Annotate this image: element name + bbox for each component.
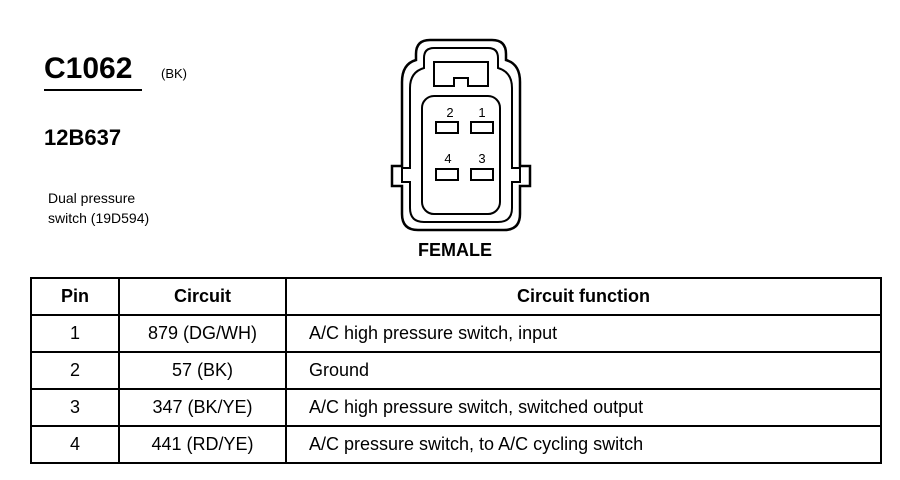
circuit-cell: 879 (DG/WH) xyxy=(118,314,287,353)
function-cell: A/C pressure switch, to A/C cycling swit… xyxy=(285,425,882,464)
cavity-4 xyxy=(435,168,459,181)
table-header-row: Pin Circuit Circuit function xyxy=(30,277,882,316)
description-line-2: switch (19D594) xyxy=(48,210,150,226)
circuit-cell: 57 (BK) xyxy=(118,351,287,390)
connector-gender-label: FEMALE xyxy=(418,240,492,260)
pin-cell: 3 xyxy=(30,388,120,427)
pin-cell: 2 xyxy=(30,351,120,390)
locking-latch xyxy=(433,61,489,87)
cavity-label-4: 4 xyxy=(444,151,451,166)
header-pin: Pin xyxy=(30,277,120,316)
function-cell: A/C high pressure switch, input xyxy=(285,314,882,353)
component-description: Dual pressure switch (19D594) xyxy=(48,188,149,228)
cavity-label-3: 3 xyxy=(478,151,485,166)
table-row: 3 347 (BK/YE) A/C high pressure switch, … xyxy=(30,388,882,427)
pin-cell: 1 xyxy=(30,314,120,353)
connector-inner-shell xyxy=(401,47,521,223)
pin-cell: 4 xyxy=(30,425,120,464)
cavity-label-1: 1 xyxy=(478,105,485,120)
table-row: 1 879 (DG/WH) A/C high pressure switch, … xyxy=(30,314,882,353)
description-line-1: Dual pressure xyxy=(48,190,136,206)
function-cell: Ground xyxy=(285,351,882,390)
cavity-label-2: 2 xyxy=(446,105,453,120)
pinout-table: Pin Circuit Circuit function 1 879 (DG/W… xyxy=(30,277,882,464)
function-cell: A/C high pressure switch, switched outpu… xyxy=(285,388,882,427)
connector-code: C1062 xyxy=(44,52,133,85)
header-circuit-function: Circuit function xyxy=(285,277,882,316)
header-circuit: Circuit xyxy=(118,277,287,316)
table-row: 2 57 (BK) Ground xyxy=(30,351,882,390)
connector-color: (BK) xyxy=(161,66,187,81)
cavity-2 xyxy=(435,121,459,134)
table-row: 4 441 (RD/YE) A/C pressure switch, to A/… xyxy=(30,425,882,464)
connector-code-underline xyxy=(44,89,142,91)
cavity-1 xyxy=(470,121,494,134)
circuit-cell: 441 (RD/YE) xyxy=(118,425,287,464)
connector-outer-shell xyxy=(390,38,532,232)
circuit-cell: 347 (BK/YE) xyxy=(118,388,287,427)
part-number: 12B637 xyxy=(44,125,122,150)
cavity-3 xyxy=(470,168,494,181)
cavity-area xyxy=(421,95,501,215)
connector-face-diagram: 2 1 4 3 xyxy=(390,38,532,232)
